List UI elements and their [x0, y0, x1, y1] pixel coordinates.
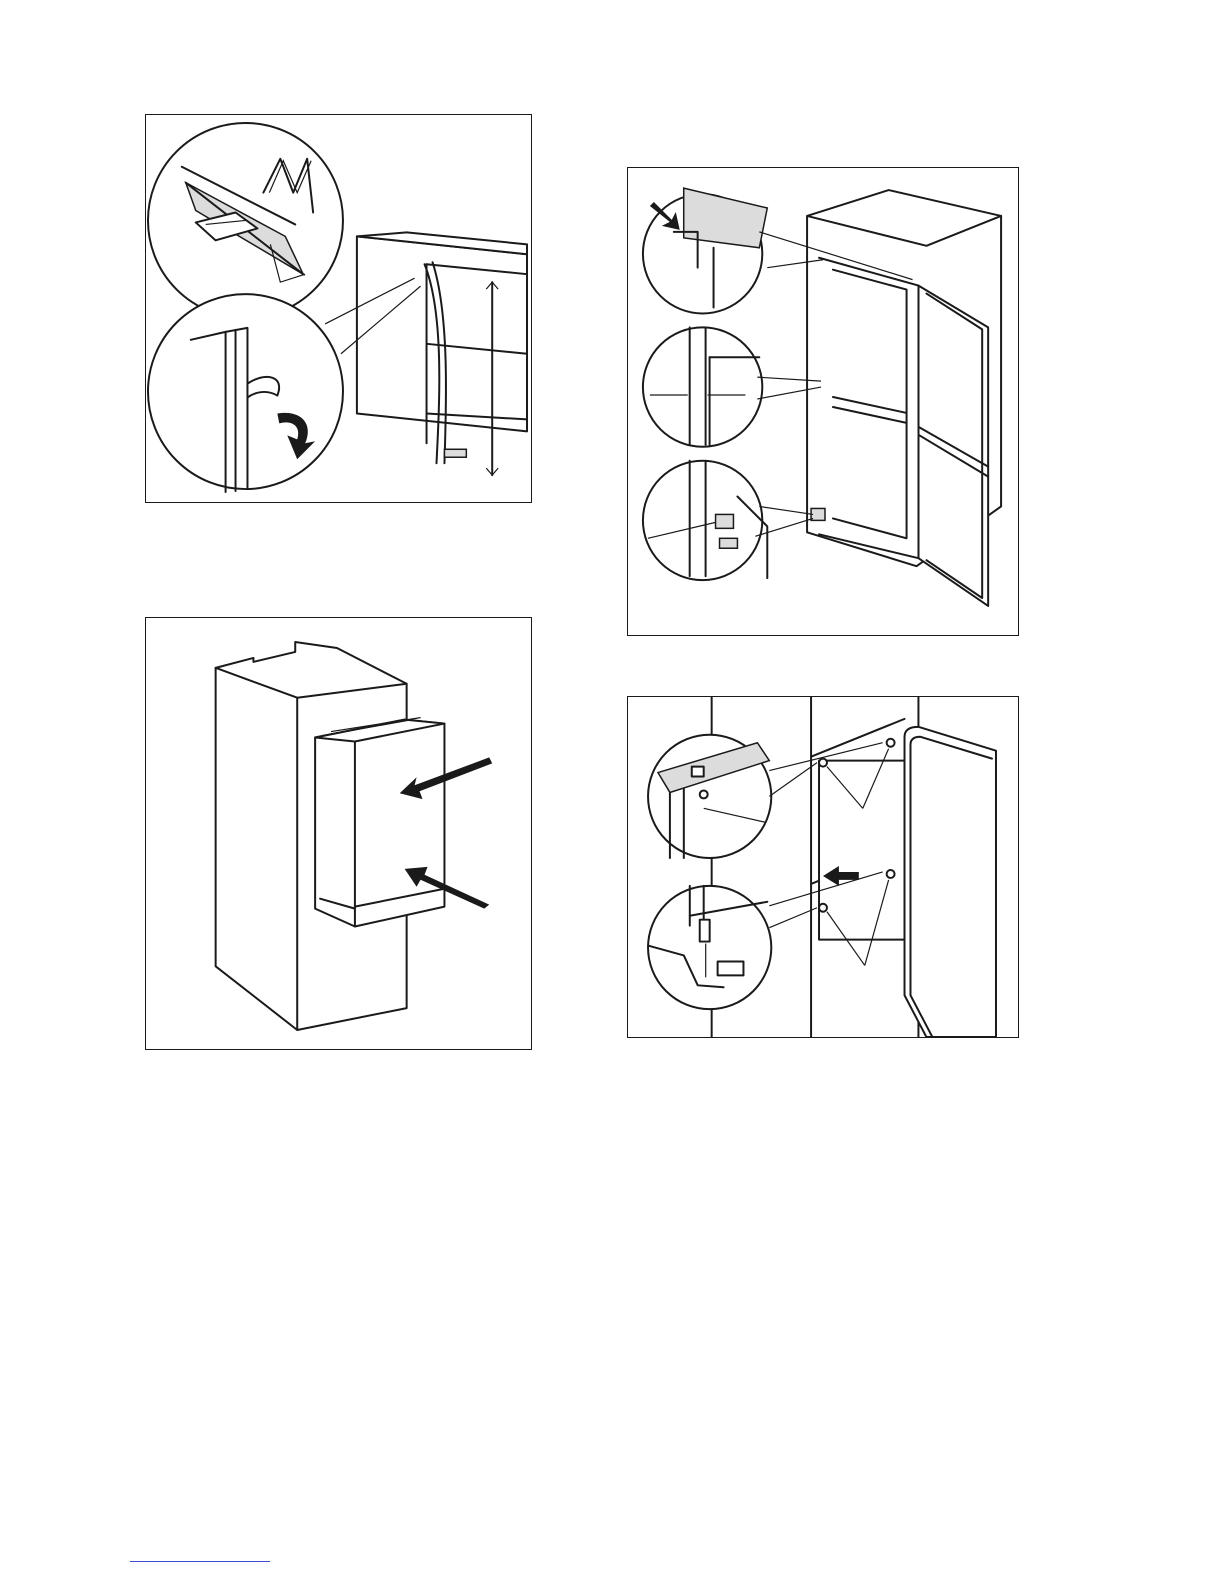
- detail-gap-circle: [643, 327, 762, 446]
- push-into-niche-drawing: [146, 618, 531, 1049]
- detail-upper-circle: [648, 735, 771, 858]
- appliance-front: [315, 718, 444, 927]
- seal-strip-trim-drawing: [146, 115, 531, 502]
- cabinet-illustration: [357, 232, 527, 475]
- detail-peel-circle: [148, 294, 343, 492]
- screw-fixing-drawing: [628, 697, 1018, 1037]
- door-alignment-drawing: [628, 168, 1018, 635]
- figure-door-alignment: [627, 167, 1019, 636]
- figure-push-into-niche: [145, 617, 532, 1050]
- figure-screw-fixing: [627, 696, 1019, 1038]
- appliance-open-door: [807, 190, 1001, 606]
- figure-seal-strip-trim: [145, 114, 532, 503]
- detail-cut-circle: [148, 123, 343, 318]
- footer-link-underline[interactable]: [130, 1561, 270, 1562]
- detail-hinge-circle: [643, 461, 767, 580]
- detail-lower-circle: [648, 886, 771, 1009]
- detail-top-circle: [643, 188, 767, 313]
